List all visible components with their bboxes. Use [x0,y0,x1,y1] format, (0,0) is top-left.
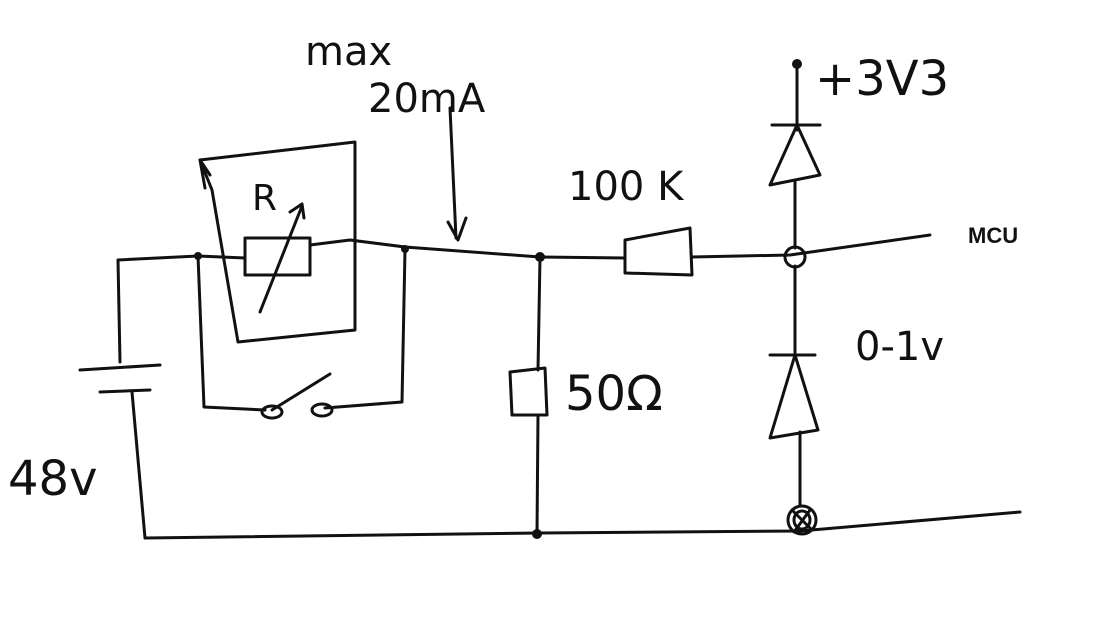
wire-top-left [116,254,247,364]
supply-terminal [792,59,802,69]
wire-shunt-bottom [535,413,540,536]
wire-to-3v3 [793,64,799,250]
pot-enclosure-arrow [198,158,212,190]
node-dot [401,245,409,253]
wire-lower-diode [793,264,802,507]
switch-bypass-loop [196,248,407,412]
resistor-shunt [508,366,549,417]
label-current: 20mA [368,76,486,122]
wire-pot-right [308,238,542,259]
resistor-series [623,226,694,277]
diode-upper [768,123,822,187]
node-dot [194,252,202,260]
label-pot: R [252,178,277,219]
label-supply-rail: +3V3 [815,51,949,107]
wire-battery-bottom [130,390,147,540]
wire-to-mcu [690,233,932,259]
label-resistor-series: 100 K [568,164,685,210]
label-battery: 48v [8,451,97,507]
label-mcu: MCU [968,223,1018,248]
wire-bottom [143,510,1022,540]
label-diode-low: 0-1v [855,324,944,370]
junction-mcu [783,245,807,269]
label-resistor-shunt: 50Ω [565,366,663,422]
label-max: max [305,29,392,75]
wire-series [538,255,627,260]
switch-symbol [260,372,334,420]
wire-shunt-top [536,255,542,372]
diode-lower [768,353,820,440]
battery-symbol [78,363,162,394]
potentiometer [243,202,312,314]
ground-scribble [786,504,818,536]
current-arrow [446,106,468,242]
